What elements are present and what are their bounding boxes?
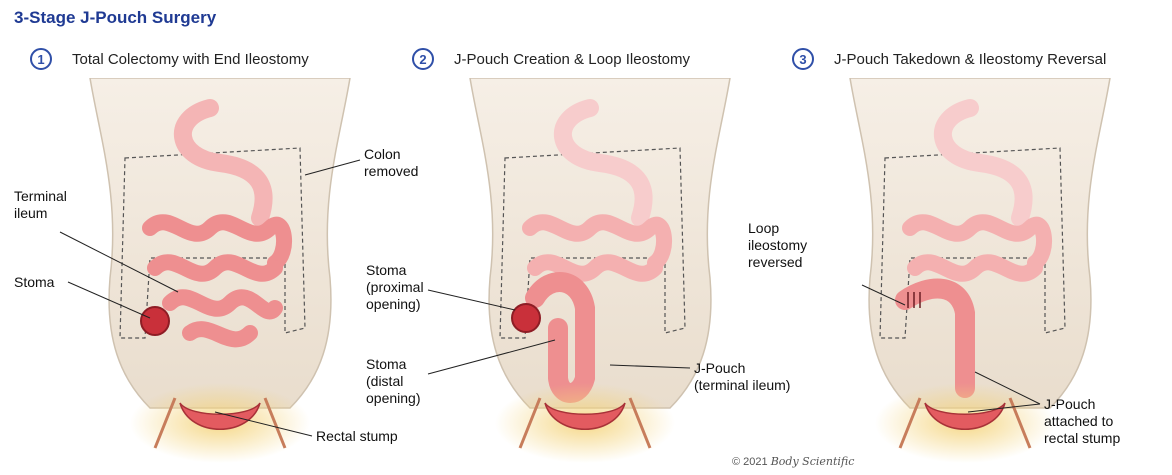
label-j-pouch: J-Pouch (terminal ileum) (694, 360, 790, 394)
label-stoma-proximal: Stoma (proximal opening) (366, 262, 424, 313)
label-j-pouch-attached: J-Pouch attached to rectal stump (1044, 396, 1120, 447)
brand-signature: Body Scientific (771, 455, 855, 468)
label-stoma-distal: Stoma (distal opening) (366, 356, 421, 407)
label-colon-removed: Colon removed (364, 146, 418, 180)
label-rectal-stump: Rectal stump (316, 428, 398, 445)
label-loop-reversed: Loop ileostomy reversed (748, 220, 807, 271)
label-stoma: Stoma (14, 274, 54, 291)
label-terminal-ileum: Terminal ileum (14, 188, 67, 222)
copyright-notice: © 2021 Body Scientific (732, 455, 854, 468)
